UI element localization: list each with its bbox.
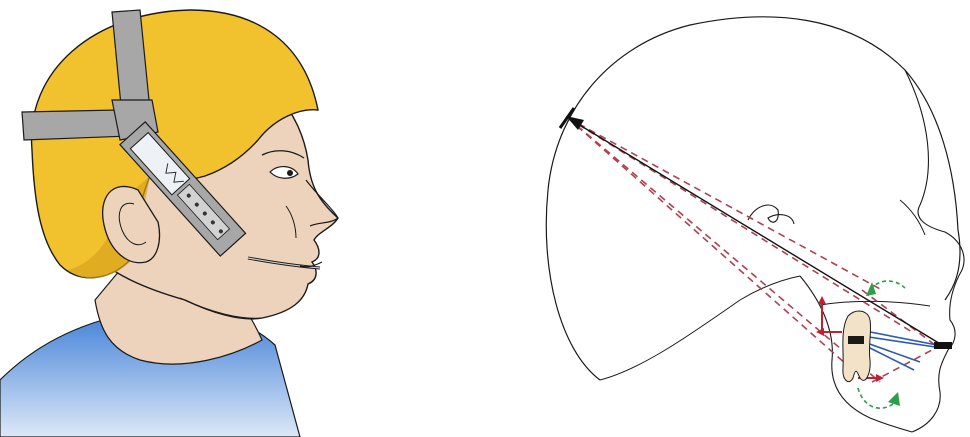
molar-tooth: [843, 311, 871, 382]
head-strap-horizontal: [22, 110, 130, 140]
occipital-outline: [600, 276, 800, 380]
force-vector-svg: [480, 0, 970, 437]
rotation-arrowhead-lower: [888, 392, 900, 406]
dashed-force-lines: [568, 118, 935, 382]
headgear-svg: [0, 0, 480, 437]
ear-canal-outline: [748, 205, 794, 224]
incisor-bracket: [934, 342, 952, 349]
rotation-arrowhead-upper: [866, 282, 876, 296]
nasal-profile: [905, 70, 964, 350]
lower-face-outline: [912, 350, 948, 432]
headgear-illustration: [0, 0, 480, 437]
cranium-outline: [546, 17, 960, 380]
orbital-outline: [900, 200, 925, 235]
force-vector-diagram: [480, 0, 970, 437]
molar-band: [848, 336, 864, 344]
pupil: [287, 170, 293, 176]
blue-force-lines: [860, 330, 942, 370]
force-line: [578, 124, 942, 345]
